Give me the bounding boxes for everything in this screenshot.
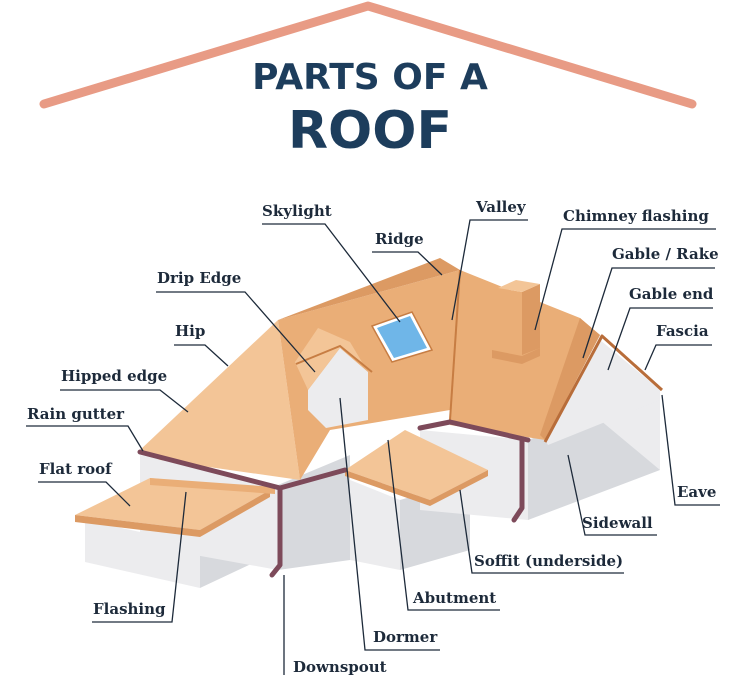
label-valley: Valley — [475, 198, 527, 216]
leader-soffit — [459, 489, 624, 574]
fascia-edge — [543, 334, 664, 443]
leader-drip-edge — [156, 291, 316, 373]
label-eave: Eave — [677, 483, 716, 501]
flat-roof-edge-front — [75, 515, 200, 537]
center-wing-wall-front — [350, 480, 400, 570]
label-flat-roof: Flat roof — [39, 460, 113, 478]
label-flashing: Flashing — [93, 600, 166, 618]
valley-line — [449, 269, 461, 421]
label-drip-edge: Drip Edge — [157, 269, 241, 287]
hipped-edge-plane — [140, 320, 300, 480]
leader-eave — [661, 394, 720, 506]
leader-rain-gutter — [26, 425, 144, 452]
label-skylight: Skylight — [262, 202, 332, 220]
rain-gutter-right — [417, 419, 531, 443]
leader-gable-end — [607, 307, 713, 371]
leader-skylight — [262, 223, 401, 323]
chimney-front — [498, 288, 522, 355]
flat-roof-top — [75, 478, 270, 530]
labels: Skylight Valley Chimney flashing Ridge G… — [27, 198, 719, 675]
leader-hipped-edge — [60, 389, 189, 413]
leader-chimney-flashing — [534, 228, 716, 331]
leader-flashing — [92, 491, 187, 623]
chimney-top — [498, 280, 540, 292]
leader-flat-roof — [38, 481, 131, 507]
label-downspout: Downspout — [293, 658, 387, 675]
soffit-wing-roof-edge — [345, 470, 430, 506]
soffit-wing-roof — [345, 430, 488, 500]
leader-valley — [451, 219, 528, 321]
soffit-wing-roof-side — [430, 470, 488, 506]
dormer-front — [308, 348, 368, 428]
label-chimney-flashing: Chimney flashing — [563, 207, 709, 225]
label-dormer: Dormer — [373, 628, 438, 646]
downspout-right — [511, 437, 525, 523]
chimney-side — [522, 284, 540, 355]
skylight-glass — [377, 316, 427, 358]
label-abutment: Abutment — [412, 589, 496, 607]
chimney-flashing-shape — [492, 348, 540, 364]
drip-edge-line — [295, 344, 373, 373]
leader-dormer — [339, 397, 440, 651]
leader-ridge — [372, 251, 443, 276]
gable-rake-plane — [540, 318, 600, 440]
label-gable-end: Gable end — [629, 285, 714, 303]
downspout-left — [269, 485, 283, 578]
leader-abutment — [387, 439, 500, 611]
leader-hip — [174, 344, 229, 367]
label-hipped-edge: Hipped edge — [61, 367, 167, 385]
leader-fascia — [644, 344, 712, 371]
leader-lines — [26, 219, 720, 675]
leader-sidewall — [567, 454, 657, 536]
label-fascia: Fascia — [656, 322, 709, 340]
house-illustration — [75, 258, 664, 588]
flat-roof-edge-side — [200, 490, 270, 537]
title-line-2: ROOF — [288, 101, 452, 161]
label-ridge: Ridge — [375, 230, 424, 248]
flat-extension-wall-front — [85, 520, 200, 588]
title-line-1: PARTS OF A — [252, 57, 488, 98]
leader-gable-rake — [582, 267, 715, 359]
label-hip: Hip — [175, 322, 205, 340]
flashing-strip — [150, 478, 275, 494]
label-sidewall: Sidewall — [582, 514, 653, 532]
dormer-roof — [295, 328, 362, 390]
ridge-back-plane — [278, 258, 460, 320]
label-soffit: Soffit (underside) — [474, 552, 623, 570]
label-gable-rake: Gable / Rake — [612, 245, 719, 263]
title-roof-outline — [39, 1, 697, 109]
gable-end-triangle — [545, 340, 660, 445]
label-rain-gutter: Rain gutter — [27, 405, 125, 423]
